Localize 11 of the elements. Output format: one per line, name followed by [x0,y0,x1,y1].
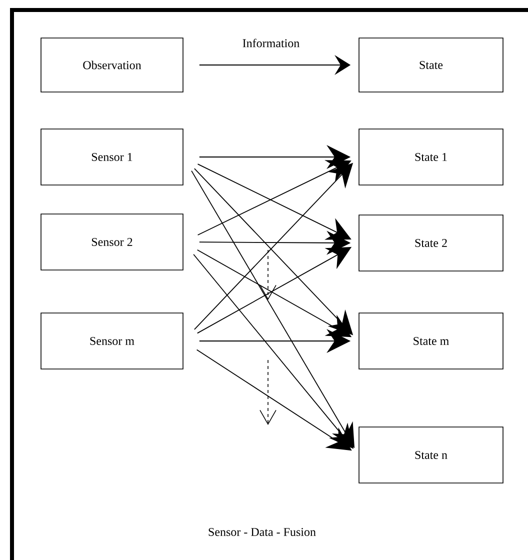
box: State [358,38,504,92]
box: Sensor 1 [40,128,184,186]
caption: Sensor - Data - Fusion [208,528,316,536]
edge-label: Information [241,38,301,48]
box: State m [358,312,504,370]
box: Sensor m [40,312,184,370]
box: State 2 [358,214,504,272]
box: State 1 [358,128,504,186]
box: Observation [40,38,184,92]
box: Sensor 2 [40,214,184,270]
box: State n [358,426,504,484]
